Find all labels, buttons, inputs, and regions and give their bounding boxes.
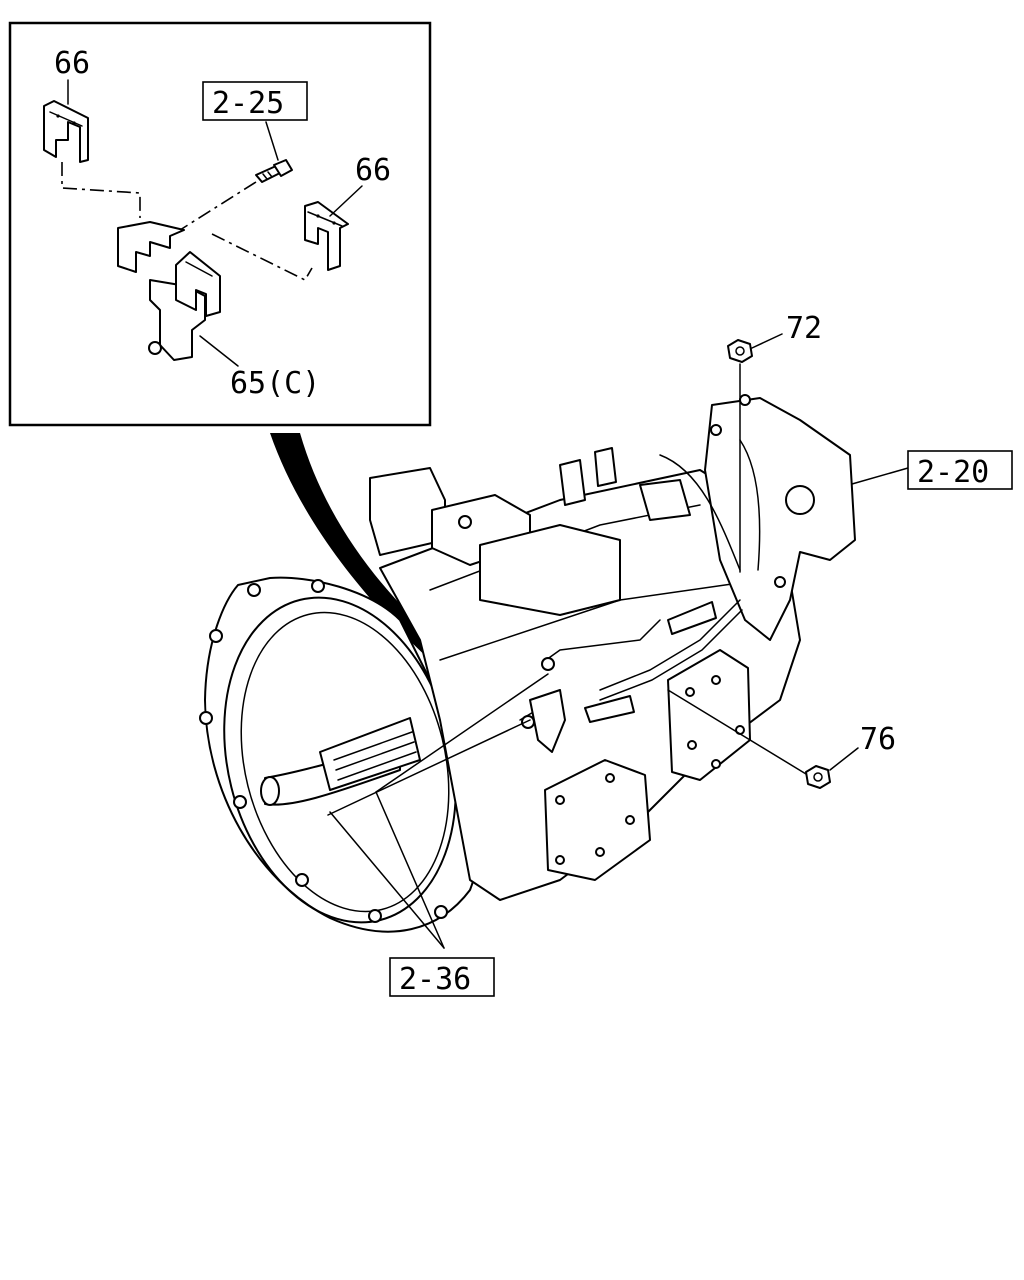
- ref-label-2-36: 2-36: [399, 962, 471, 997]
- bracket-mounted: [521, 657, 566, 753]
- ref-box-2-25: [202, 81, 308, 121]
- detail-inset: 66 2-25 66 65(C): [8, 21, 432, 427]
- side-cover-front: [544, 759, 651, 881]
- shift-tower: [369, 447, 691, 616]
- nut-part-76: [667, 689, 859, 789]
- clip-part-66-right: [304, 185, 363, 271]
- callout-66-right: 66: [355, 153, 391, 188]
- nut-part-72: [727, 333, 783, 573]
- input-shaft: [260, 717, 421, 806]
- bolt-part: [255, 121, 293, 183]
- clip-part-66-left: [43, 79, 89, 163]
- ref-label-2-20: 2-20: [917, 455, 989, 490]
- callout-72: 72: [786, 311, 822, 346]
- callout-76: 76: [860, 722, 896, 757]
- transmission-assembly: [199, 333, 909, 949]
- callout-65c: 65(C): [230, 366, 320, 401]
- callout-66-top-left: 66: [54, 46, 90, 81]
- ref-box-2-36: [389, 957, 495, 997]
- ref-box-2-20: [907, 450, 1013, 490]
- rear-housing: [704, 394, 856, 641]
- ref-label-2-25: 2-25: [212, 86, 284, 121]
- leader-2-20: [851, 467, 909, 485]
- bracket-part-65c: [117, 221, 239, 367]
- leaders-2-36: [327, 673, 549, 949]
- shift-cables: [519, 439, 761, 723]
